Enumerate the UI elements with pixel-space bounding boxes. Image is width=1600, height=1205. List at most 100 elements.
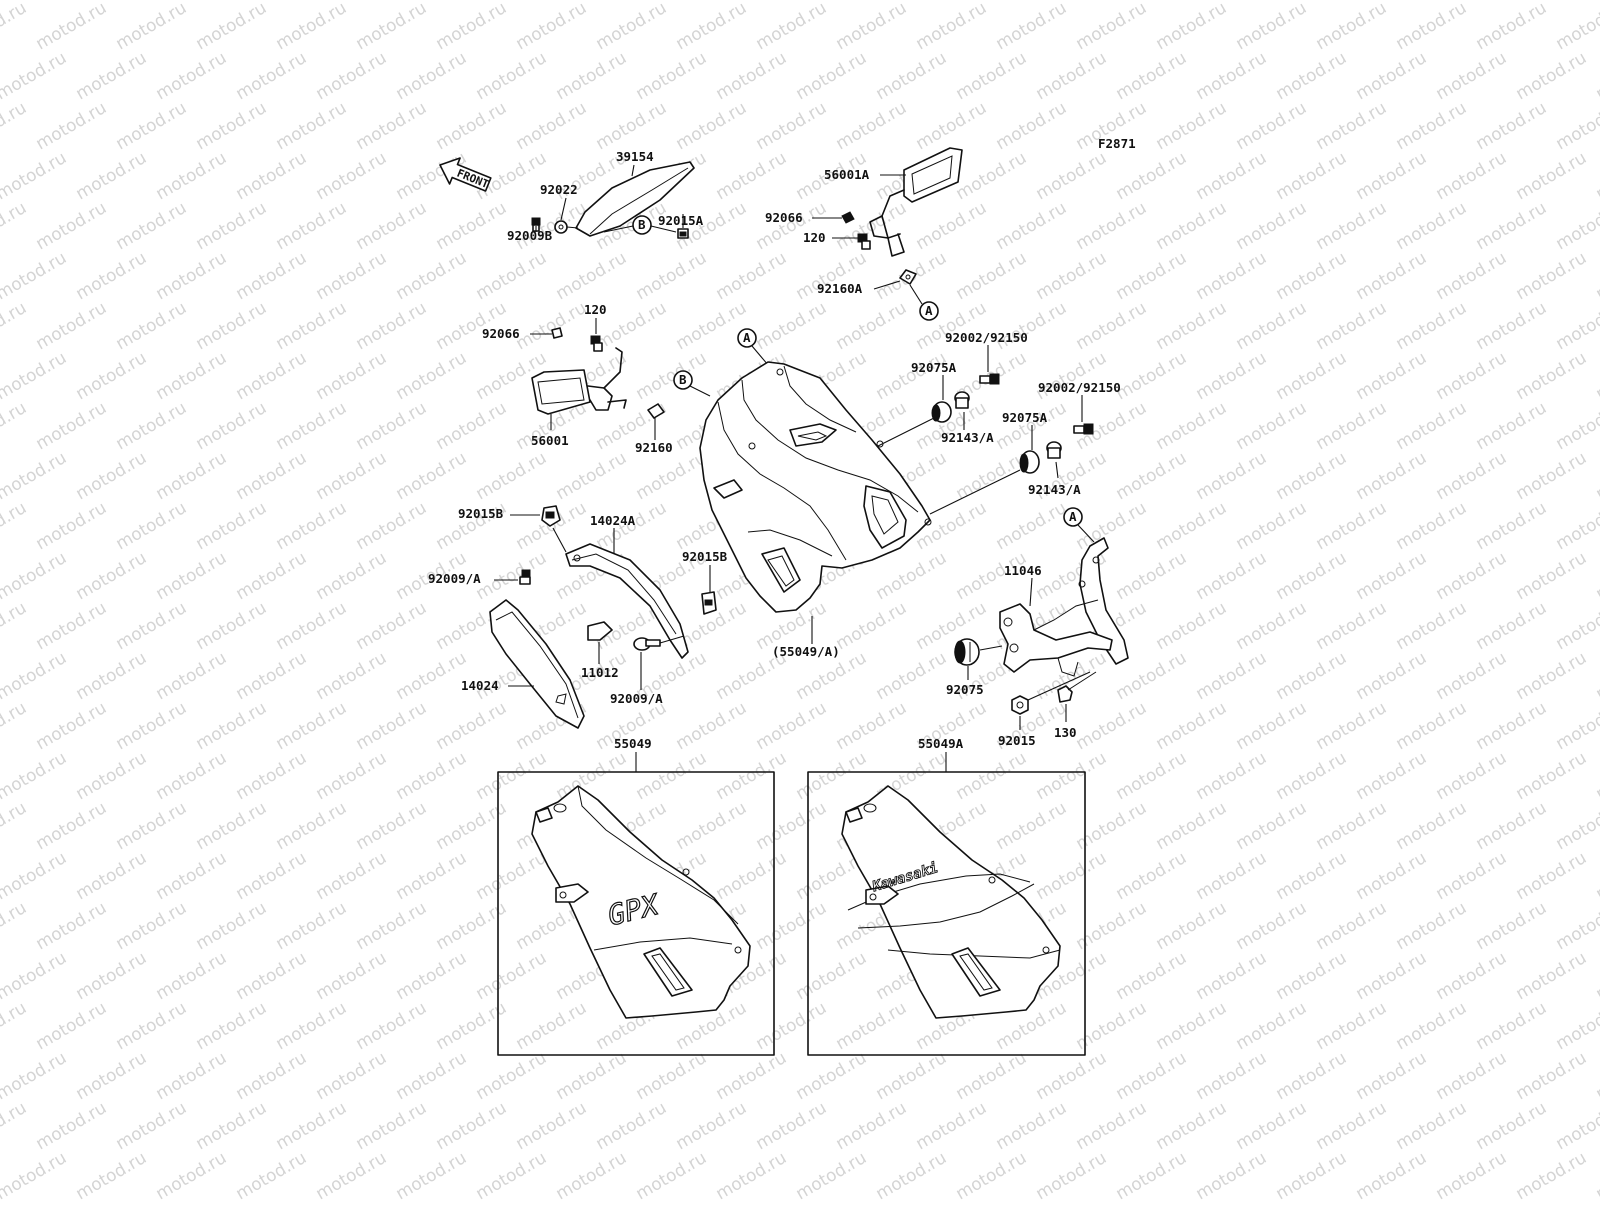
watermark-text: motod.ru — [1153, 798, 1231, 854]
watermark-text: motod.ru — [513, 1098, 591, 1154]
watermark-text: motod.ru — [1153, 598, 1231, 654]
watermark-text: motod.ru — [0, 798, 30, 854]
watermark-text: motod.ru — [713, 248, 791, 304]
watermark-text: motod.ru — [713, 848, 791, 904]
watermark-text: motod.ru — [1233, 598, 1311, 654]
watermark-text: motod.ru — [153, 48, 231, 104]
watermark-text: motod.ru — [353, 98, 431, 154]
label-130: 130 — [1054, 725, 1077, 740]
leader — [632, 165, 634, 176]
watermark-text: motod.ru — [1233, 0, 1311, 54]
watermark-text: motod.ru — [913, 198, 991, 254]
watermark-text: motod.ru — [1473, 998, 1551, 1054]
watermark-text: motod.ru — [1193, 1148, 1271, 1200]
watermark-text: motod.ru — [633, 448, 711, 504]
panel-14024A — [566, 544, 688, 658]
watermark-text: motod.ru — [273, 998, 351, 1054]
watermark-text: motod.ru — [313, 148, 391, 204]
washer-92022 — [555, 221, 567, 233]
watermark-text: motod.ru — [0, 98, 30, 154]
watermark-text: motod.ru — [1313, 998, 1391, 1054]
label-14024A: 14024A — [590, 513, 636, 528]
watermark-text: motod.ru — [193, 0, 271, 54]
watermark-text: motod.ru — [793, 1048, 871, 1104]
watermark-text: motod.ru — [593, 0, 671, 54]
watermark-text: motod.ru — [753, 898, 831, 954]
svg-text:B: B — [679, 372, 687, 387]
watermark-text: motod.ru — [1153, 198, 1231, 254]
watermark-text: motod.ru — [1593, 248, 1600, 304]
watermark-text: motod.ru — [1273, 748, 1351, 804]
watermark-text: motod.ru — [33, 698, 111, 754]
watermark-text: motod.ru — [1593, 0, 1600, 4]
watermark-text: motod.ru — [793, 0, 871, 4]
watermark-text: motod.ru — [953, 1048, 1031, 1104]
watermark-text: motod.ru — [0, 248, 70, 304]
watermark-text: motod.ru — [433, 0, 511, 54]
watermark-text: motod.ru — [1073, 198, 1151, 254]
watermark-text: motod.ru — [1313, 198, 1391, 254]
watermark-text: motod.ru — [33, 98, 111, 154]
watermark-text: motod.ru — [153, 248, 231, 304]
label-55049A-paren: (55049/A) — [772, 644, 840, 659]
watermark-text: motod.ru — [273, 1098, 351, 1154]
watermark-text: motod.ru — [433, 198, 511, 254]
watermark-text: motod.ru — [673, 298, 751, 354]
watermark-text: motod.ru — [553, 1048, 631, 1104]
watermark-text: motod.ru — [433, 698, 511, 754]
watermark-text: motod.ru — [0, 998, 30, 1054]
watermark-text: motod.ru — [833, 998, 911, 1054]
watermark-text: motod.ru — [233, 248, 311, 304]
watermark-text: motod.ru — [0, 48, 70, 104]
watermark-text: motod.ru — [833, 0, 911, 54]
watermark-text: motod.ru — [113, 698, 191, 754]
watermark-text: motod.ru — [793, 48, 871, 104]
watermark-text: motod.ru — [1553, 798, 1600, 854]
watermark-text: motod.ru — [1113, 448, 1191, 504]
watermark-text: motod.ru — [393, 248, 471, 304]
watermark-text: motod.ru — [553, 248, 631, 304]
watermark-text: motod.ru — [313, 548, 391, 604]
watermark-text: motod.ru — [1273, 548, 1351, 604]
watermark-text: motod.ru — [233, 48, 311, 104]
watermark-text: motod.ru — [953, 448, 1031, 504]
watermark-text: motod.ru — [113, 898, 191, 954]
watermark-text: motod.ru — [473, 748, 551, 804]
label-92002-92150-a: 92002/92150 — [945, 330, 1028, 345]
grommet-92075A-b — [1020, 451, 1039, 473]
label-92015B-a: 92015B — [458, 506, 504, 521]
watermark-text: motod.ru — [33, 198, 111, 254]
watermark-text: motod.ru — [1593, 348, 1600, 404]
watermark-text: motod.ru — [273, 798, 351, 854]
watermark-text: motod.ru — [713, 1048, 791, 1104]
watermark-text: motod.ru — [73, 748, 151, 804]
watermark-text: motod.ru — [873, 648, 951, 704]
watermark-text: motod.ru — [73, 548, 151, 604]
watermark-text: motod.ru — [1513, 748, 1591, 804]
watermark-text: motod.ru — [873, 48, 951, 104]
watermark-text: motod.ru — [353, 398, 431, 454]
watermark-text: motod.ru — [153, 1148, 231, 1200]
watermark-text: motod.ru — [233, 448, 311, 504]
watermark-text: motod.ru — [633, 348, 711, 404]
watermark-text: motod.ru — [193, 198, 271, 254]
watermark-text: motod.ru — [1513, 148, 1591, 204]
watermark-text: motod.ru — [73, 648, 151, 704]
watermark-text: motod.ru — [273, 698, 351, 754]
watermark-text: motod.ru — [313, 248, 391, 304]
watermark-text: motod.ru — [953, 748, 1031, 804]
watermark-text: motod.ru — [1593, 748, 1600, 804]
watermark-text: motod.ru — [1193, 448, 1271, 504]
watermark-text: motod.ru — [1473, 1098, 1551, 1154]
watermark-text: motod.ru — [353, 798, 431, 854]
nut-92015 — [1012, 696, 1028, 714]
watermark-text: motod.ru — [1033, 0, 1111, 4]
watermark-text: motod.ru — [0, 748, 70, 804]
watermark-text: motod.ru — [993, 98, 1071, 154]
watermark-text: motod.ru — [0, 548, 70, 604]
watermark-text: motod.ru — [753, 98, 831, 154]
watermark-text: motod.ru — [633, 1148, 711, 1200]
watermark-text: motod.ru — [1473, 398, 1551, 454]
watermark-text: motod.ru — [873, 1048, 951, 1104]
label-92015B-b: 92015B — [682, 549, 728, 564]
